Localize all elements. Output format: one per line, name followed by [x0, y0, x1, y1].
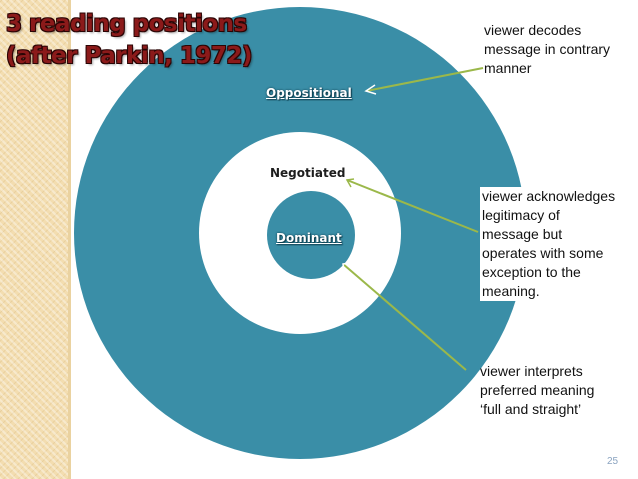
arrow-negotiated — [345, 178, 479, 233]
callout-negotiated-line: operates with some — [480, 244, 618, 263]
arrow-oppositional — [364, 67, 484, 95]
label-dominant: Dominant — [276, 231, 342, 245]
callout-negotiated: viewer acknowledges legitimacy of messag… — [480, 187, 618, 301]
arrow-dominant — [342, 262, 467, 371]
title-line-2: (after Parkin, 1972) — [6, 43, 252, 69]
callout-negotiated-line: message but — [480, 225, 618, 244]
label-oppositional: Oppositional — [266, 86, 352, 100]
callout-dominant-line: preferred meaning — [480, 382, 595, 398]
callout-dominant: viewer interprets preferred meaning ‘ful… — [480, 362, 594, 419]
callout-oppositional: viewer decodes message in contrary manne… — [484, 21, 610, 78]
callout-negotiated-line: meaning. — [480, 282, 618, 301]
callout-dominant-line: ‘full and straight’ — [480, 401, 582, 417]
callout-oppositional-line: viewer decodes — [484, 22, 582, 38]
left-band-edge — [68, 0, 71, 479]
label-negotiated: Negotiated — [270, 166, 346, 180]
callout-negotiated-line: legitimacy of — [480, 206, 618, 225]
inner-circle-dominant — [267, 191, 355, 279]
callout-negotiated-line: viewer acknowledges — [480, 187, 618, 206]
callout-negotiated-line: exception to the — [480, 263, 618, 282]
decorative-left-band — [0, 0, 68, 479]
callout-oppositional-line: message in contrary — [484, 41, 611, 57]
title-line-1: 3 reading positions — [6, 11, 247, 37]
slide-title: 3 reading positions (after Parkin, 1972) — [6, 8, 252, 72]
callout-dominant-line: viewer interprets — [480, 363, 583, 379]
page-number: 25 — [607, 456, 619, 467]
callout-oppositional-line: manner — [484, 60, 532, 76]
